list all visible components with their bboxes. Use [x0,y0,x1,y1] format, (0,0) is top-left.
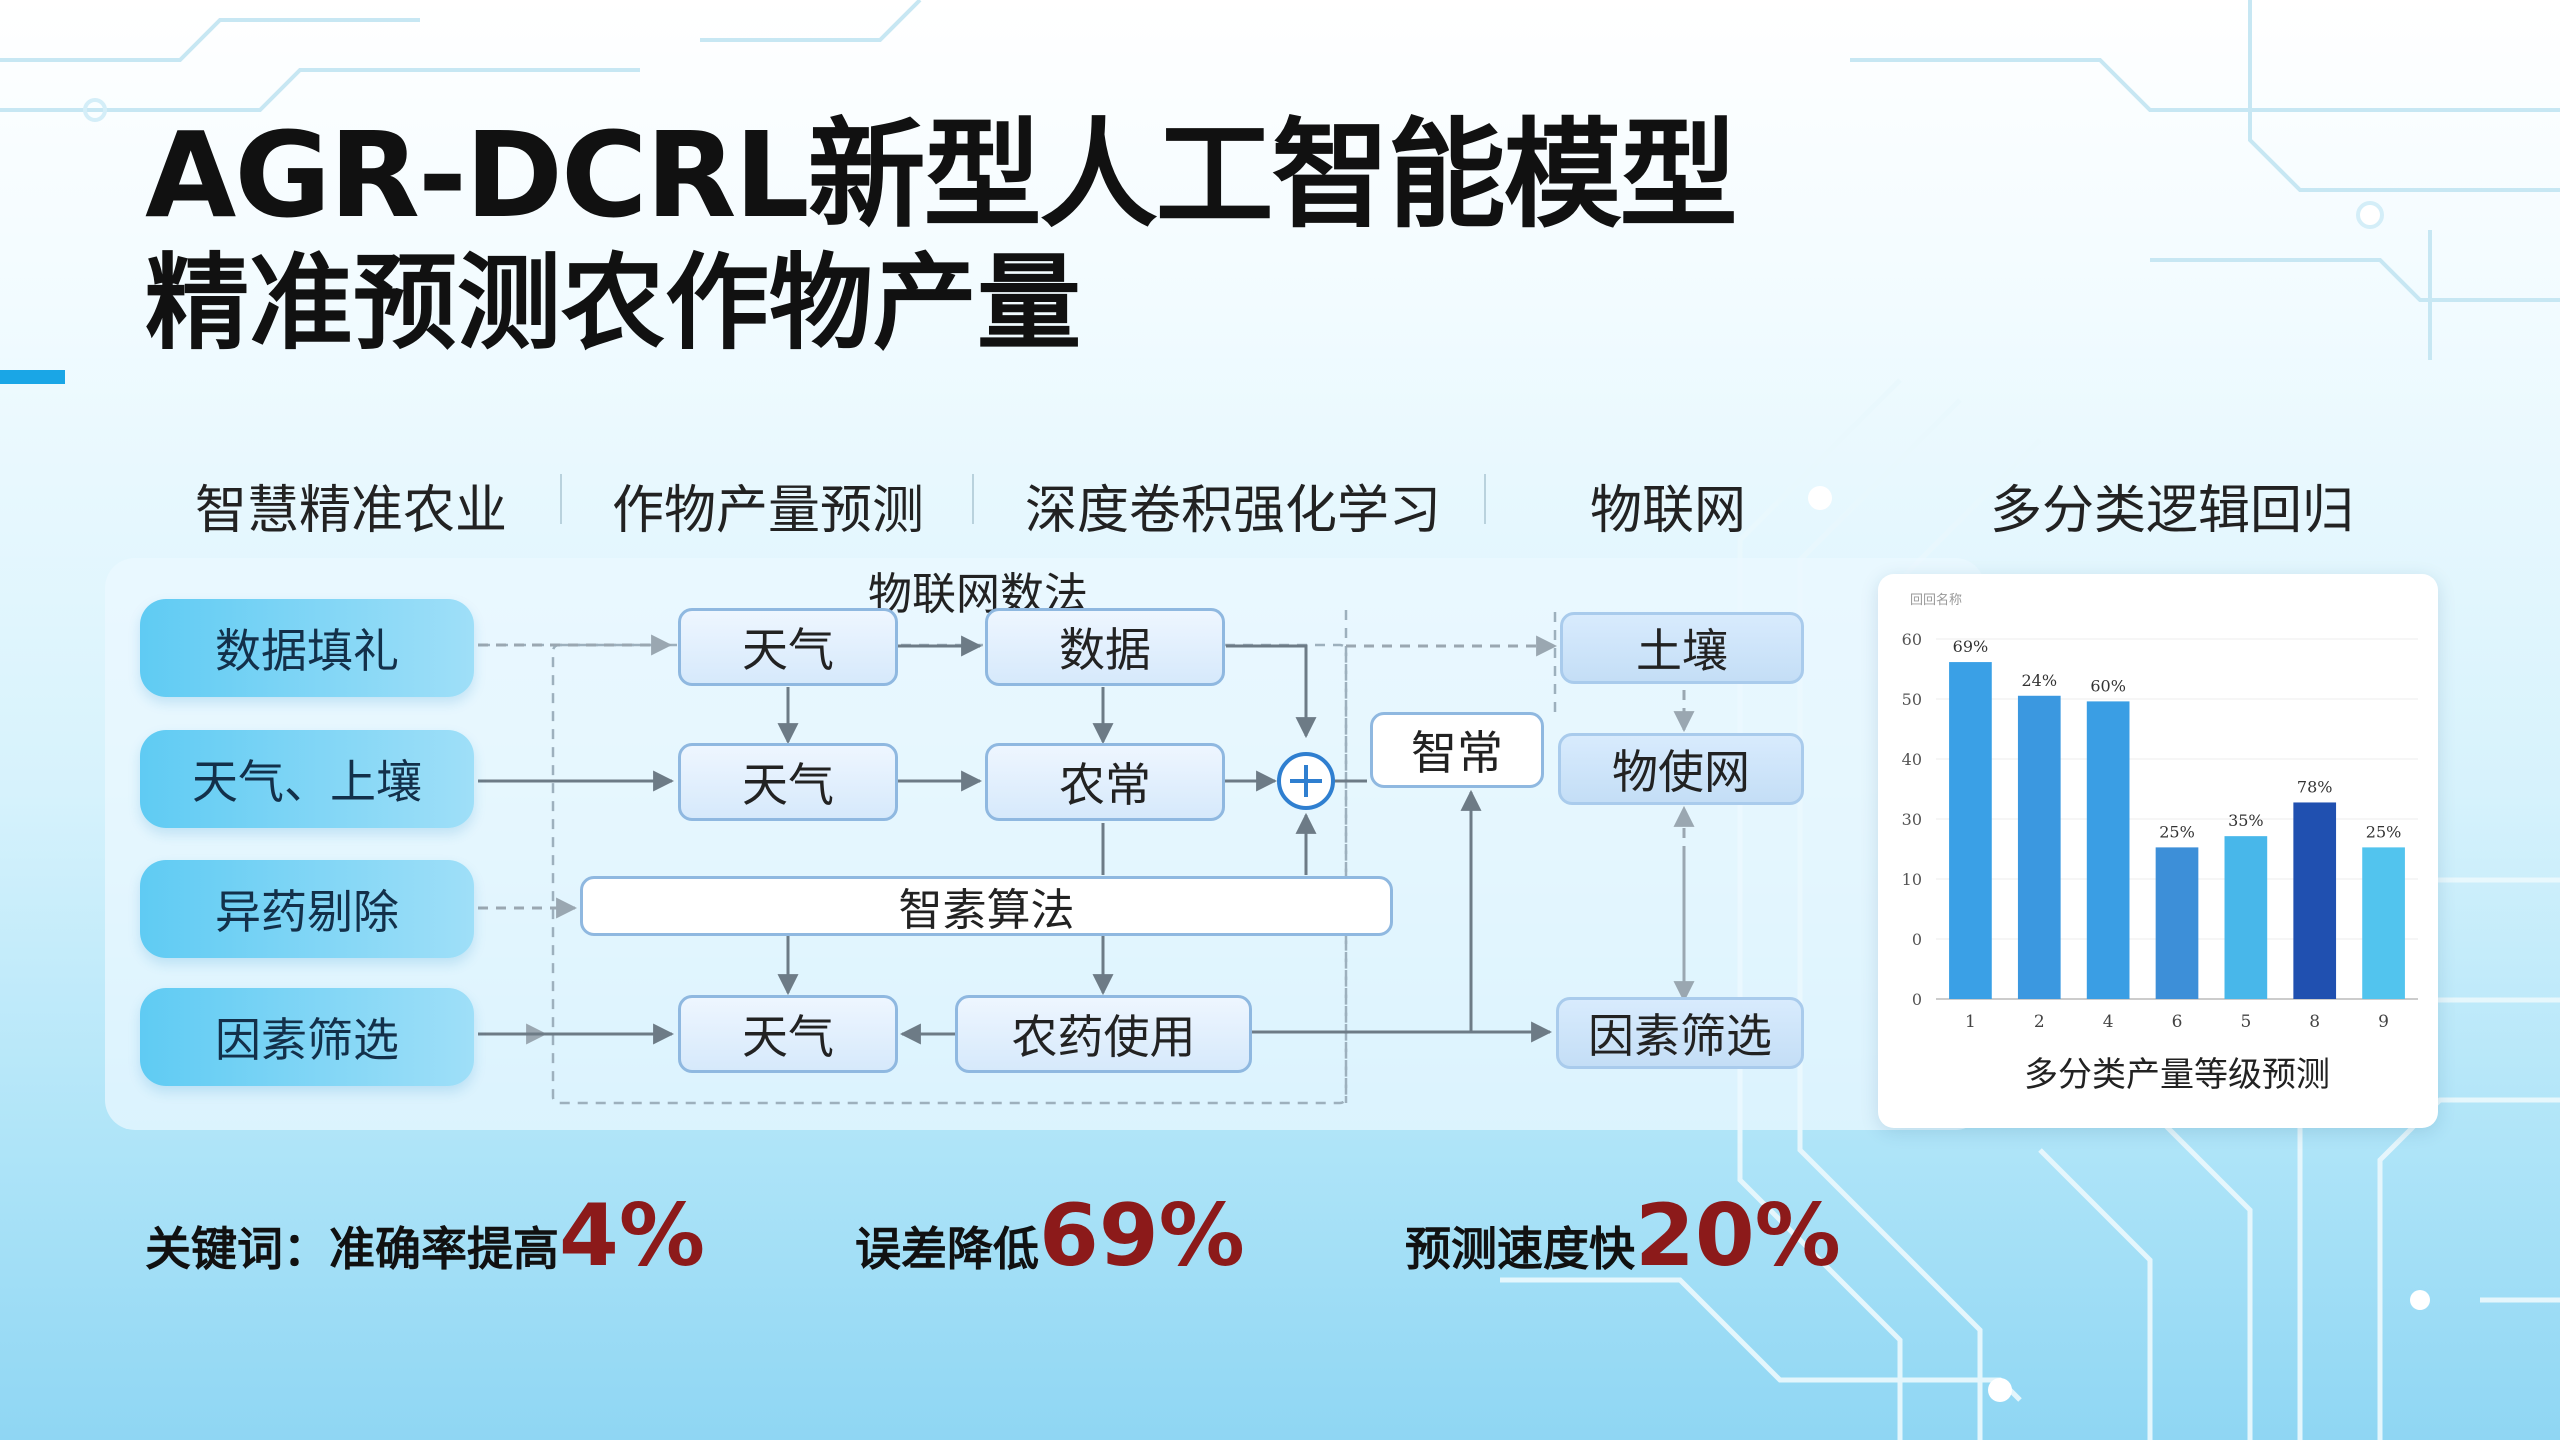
stat-error-value: 69% [1039,1186,1245,1286]
node-factor-screening: 因素筛选 [1556,997,1804,1069]
node-data: 数据 [985,608,1225,686]
keyword-separator [1484,474,1486,524]
node-nongchang: 农常 [985,743,1225,821]
node-weather-mid: 天气 [678,743,898,821]
chart-bar [2293,802,2337,999]
chart-data-label: 69% [1953,637,1989,656]
bar-chart-card: 回回名称 60 50 40 30 10 0 0 69% 1 24% 2 60% 4 25% 6 35% 5 78% 8… [1878,574,2438,1128]
chart-data-label: 24% [2022,671,2058,690]
accent-bar [0,370,65,384]
chart-bar [2017,695,2061,999]
node-pesticide-use: 农药使用 [955,995,1252,1073]
chart-xtick-label: 4 [2103,1012,2114,1032]
stat-speed-value: 20% [1635,1186,1841,1286]
stat-speed: 预测速度快 20% [1405,1186,1841,1286]
chart-data-label: 35% [2228,811,2264,830]
stat-error-label: 误差降低 [855,1222,1039,1276]
node-zhichang: 智常 [1370,712,1544,788]
input-pesticide-removal: 异药剔除 [140,860,474,958]
bar-chart: 回回名称 60 50 40 30 10 0 0 69% 1 24% 2 60% 4 25% 6 35% 5 78% 8… [1902,592,2418,1095]
title-line-2: 精准预测农作物产量 [145,241,1082,364]
node-weather-bottom: 天气 [678,995,898,1073]
keyword-yield-prediction: 作物产量预测 [612,481,925,541]
title-line-1: AGR-DCRL新型人工智能模型 [145,106,1738,244]
chart-data-label: 78% [2297,777,2333,796]
input-data-fill: 数据填礼 [140,599,474,697]
chart-ytick-label: 0 [1912,990,1922,1009]
chart-xtick-label: 1 [1965,1012,1976,1032]
keyword-separator [560,474,562,524]
chart-data-label: 60% [2090,676,2126,695]
chart-bar [1949,662,1992,999]
chart-ytick-label: 0 [1912,930,1922,949]
keyword-iot: 物联网 [1590,481,1747,541]
chart-bar [2362,847,2405,999]
node-soil: 土壤 [1560,612,1804,684]
keyword-separator [972,474,974,524]
stat-error: 误差降低 69% [855,1186,1245,1286]
chart-xtick-label: 5 [2240,1012,2251,1032]
chart-xtick-label: 8 [2309,1012,2320,1032]
stat-accuracy: 关键词：准确率提高 4% [145,1186,705,1286]
chart-xlabel: 多分类产量等级预测 [2024,1055,2330,1095]
chart-xtick-label: 9 [2378,1012,2389,1032]
stat-accuracy-value: 4% [559,1186,706,1286]
chart-ytick-label: 40 [1902,750,1922,769]
chart-bar [2086,701,2130,999]
node-iot: 物使网 [1558,733,1804,805]
input-weather-soil: 天气、上壤 [140,730,474,828]
chart-xtick-label: 6 [2172,1012,2183,1032]
chart-bar [2155,847,2199,999]
chart-bar [2224,836,2268,999]
chart-title: 回回名称 [1910,592,1962,608]
chart-xtick-label: 2 [2034,1012,2045,1032]
keyword-smart-agriculture: 智慧精准农业 [195,481,508,541]
chart-ytick-label: 50 [1902,690,1922,709]
stat-accuracy-label: 关键词：准确率提高 [145,1222,559,1276]
chart-data-label: 25% [2159,822,2195,841]
chart-ytick-label: 30 [1902,810,1922,829]
keyword-logistic-regression: 多分类逻辑回归 [1990,481,2355,541]
page-title: AGR-DCRL新型人工智能模型 精准预测农作物产量 [145,106,1738,364]
input-factor-screening: 因素筛选 [140,988,474,1086]
chart-ytick-label: 10 [1902,870,1922,889]
stat-speed-label: 预测速度快 [1405,1222,1635,1276]
node-weather-top: 天气 [678,608,898,686]
node-algorithm: 智素算法 [580,876,1393,936]
chart-ytick-label: 60 [1902,630,1922,649]
keyword-deep-rl: 深度卷积强化学习 [1025,481,1442,541]
chart-data-label: 25% [2366,822,2402,841]
